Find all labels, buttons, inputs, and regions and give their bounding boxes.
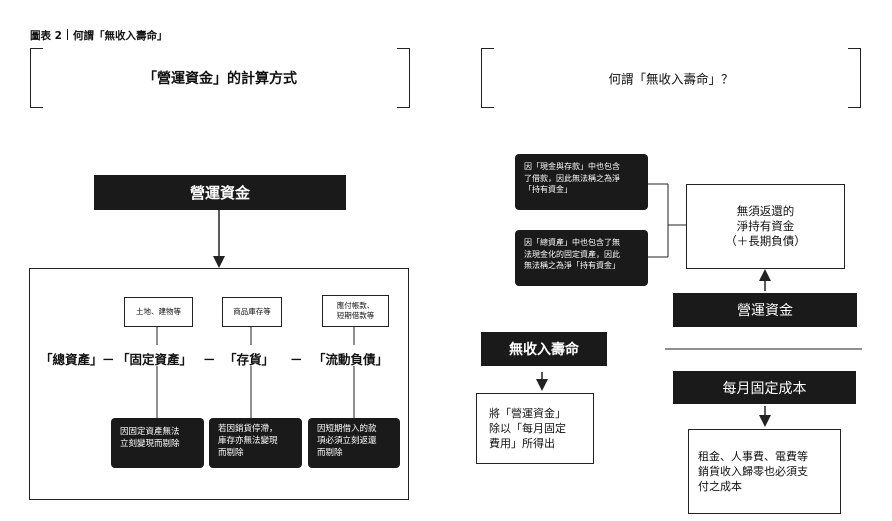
- reason-fixed-assets-text: 因固定資產無法 立刻變現而剔除: [120, 427, 180, 449]
- cash-deposits-note-text: 因「現金與存款」中也包含 了借款，因此無法稱之為淨 「持有資金」: [524, 162, 620, 194]
- net-funds-box: 無須返還的 淨持有資金 （＋長期負債）: [686, 184, 845, 269]
- inventory-note: 商品庫存等: [222, 297, 282, 327]
- calculation-frame: [29, 268, 409, 500]
- total-assets-note-text: 因「總資產」中也包含了無 法現金化的固定資產，因此 無法稱之為淨「持有資金」: [524, 238, 620, 270]
- left-heading: 「營運資金」的計算方式: [143, 71, 297, 87]
- figure-caption: 圖表 2 何謂「無收入壽命」: [30, 28, 167, 43]
- right-heading: 何謂「無收入壽命」？: [608, 71, 734, 87]
- fixed-assets-note-text: 土地、建物等: [136, 307, 181, 316]
- liabilities-note: 應付帳款、 短期借款等: [322, 295, 389, 327]
- left-bracket: [481, 48, 494, 108]
- no-income-life-block: 無收入壽命: [481, 332, 607, 366]
- liabilities-note-text: 應付帳款、 短期借款等: [336, 301, 375, 320]
- left-bracket: [30, 48, 43, 108]
- right-bracket: [848, 48, 861, 108]
- reason-fixed-assets: 因固定資產無法 立刻變現而剔除: [111, 418, 204, 468]
- working-capital-block-right: 營運資金: [673, 293, 857, 327]
- fixed-cost-description-text: 租金、人事費、電費等 銷貨收入歸零也必須支 付之成本: [698, 450, 808, 493]
- reason-inventory: 若因銷貨停滯， 庫存亦無法變現 而剔除: [209, 418, 302, 468]
- right-heading-frame: 何謂「無收入壽命」？: [481, 48, 861, 108]
- fixed-assets-note: 土地、建物等: [124, 297, 193, 327]
- net-funds-text: 無須返還的 淨持有資金 （＋長期負債）: [725, 204, 806, 248]
- term-inventory: 「存貨」: [224, 352, 275, 367]
- minus-sign-2: －: [203, 352, 216, 367]
- inventory-note-text: 商品庫存等: [233, 307, 271, 316]
- calc-method-text: 將「營運資金」 除以「每月固定 費用」所得出: [489, 407, 566, 450]
- minus-sign-1: －: [102, 352, 115, 367]
- monthly-fixed-cost-block: 每月固定成本: [673, 371, 856, 404]
- term-current-liabilities: 「流動負債」: [313, 352, 389, 367]
- term-fixed-assets: 「固定資產」: [117, 352, 193, 367]
- reason-inventory-text: 若因銷貨停滯， 庫存亦無法變現 而剔除: [218, 424, 278, 458]
- total-assets-note: 因「總資產」中也包含了無 法現金化的固定資產，因此 無法稱之為淨「持有資金」: [515, 230, 648, 286]
- figure-title: 何謂「無收入壽命」: [72, 30, 168, 42]
- term-total-assets: 「總資產」: [40, 352, 103, 367]
- reason-liabilities-text: 因短期借入的款 項必須立刻返還 而剔除: [317, 424, 377, 458]
- calc-method-box: 將「營運資金」 除以「每月固定 費用」所得出: [476, 393, 594, 464]
- left-heading-frame: 「營運資金」的計算方式: [30, 48, 410, 108]
- figure-number: 圖表 2: [30, 30, 62, 42]
- working-capital-block: 營運資金: [94, 175, 346, 210]
- minus-sign-3: －: [290, 352, 303, 367]
- fixed-cost-description: 租金、人事費、電費等 銷貨收入歸零也必須支 付之成本: [688, 429, 841, 514]
- cash-deposits-note: 因「現金與存款」中也包含 了借款，因此無法稱之為淨 「持有資金」: [515, 154, 648, 210]
- reason-liabilities: 因短期借入的款 項必須立刻返還 而剔除: [308, 418, 400, 468]
- caption-divider: [66, 29, 68, 40]
- right-bracket: [397, 48, 410, 108]
